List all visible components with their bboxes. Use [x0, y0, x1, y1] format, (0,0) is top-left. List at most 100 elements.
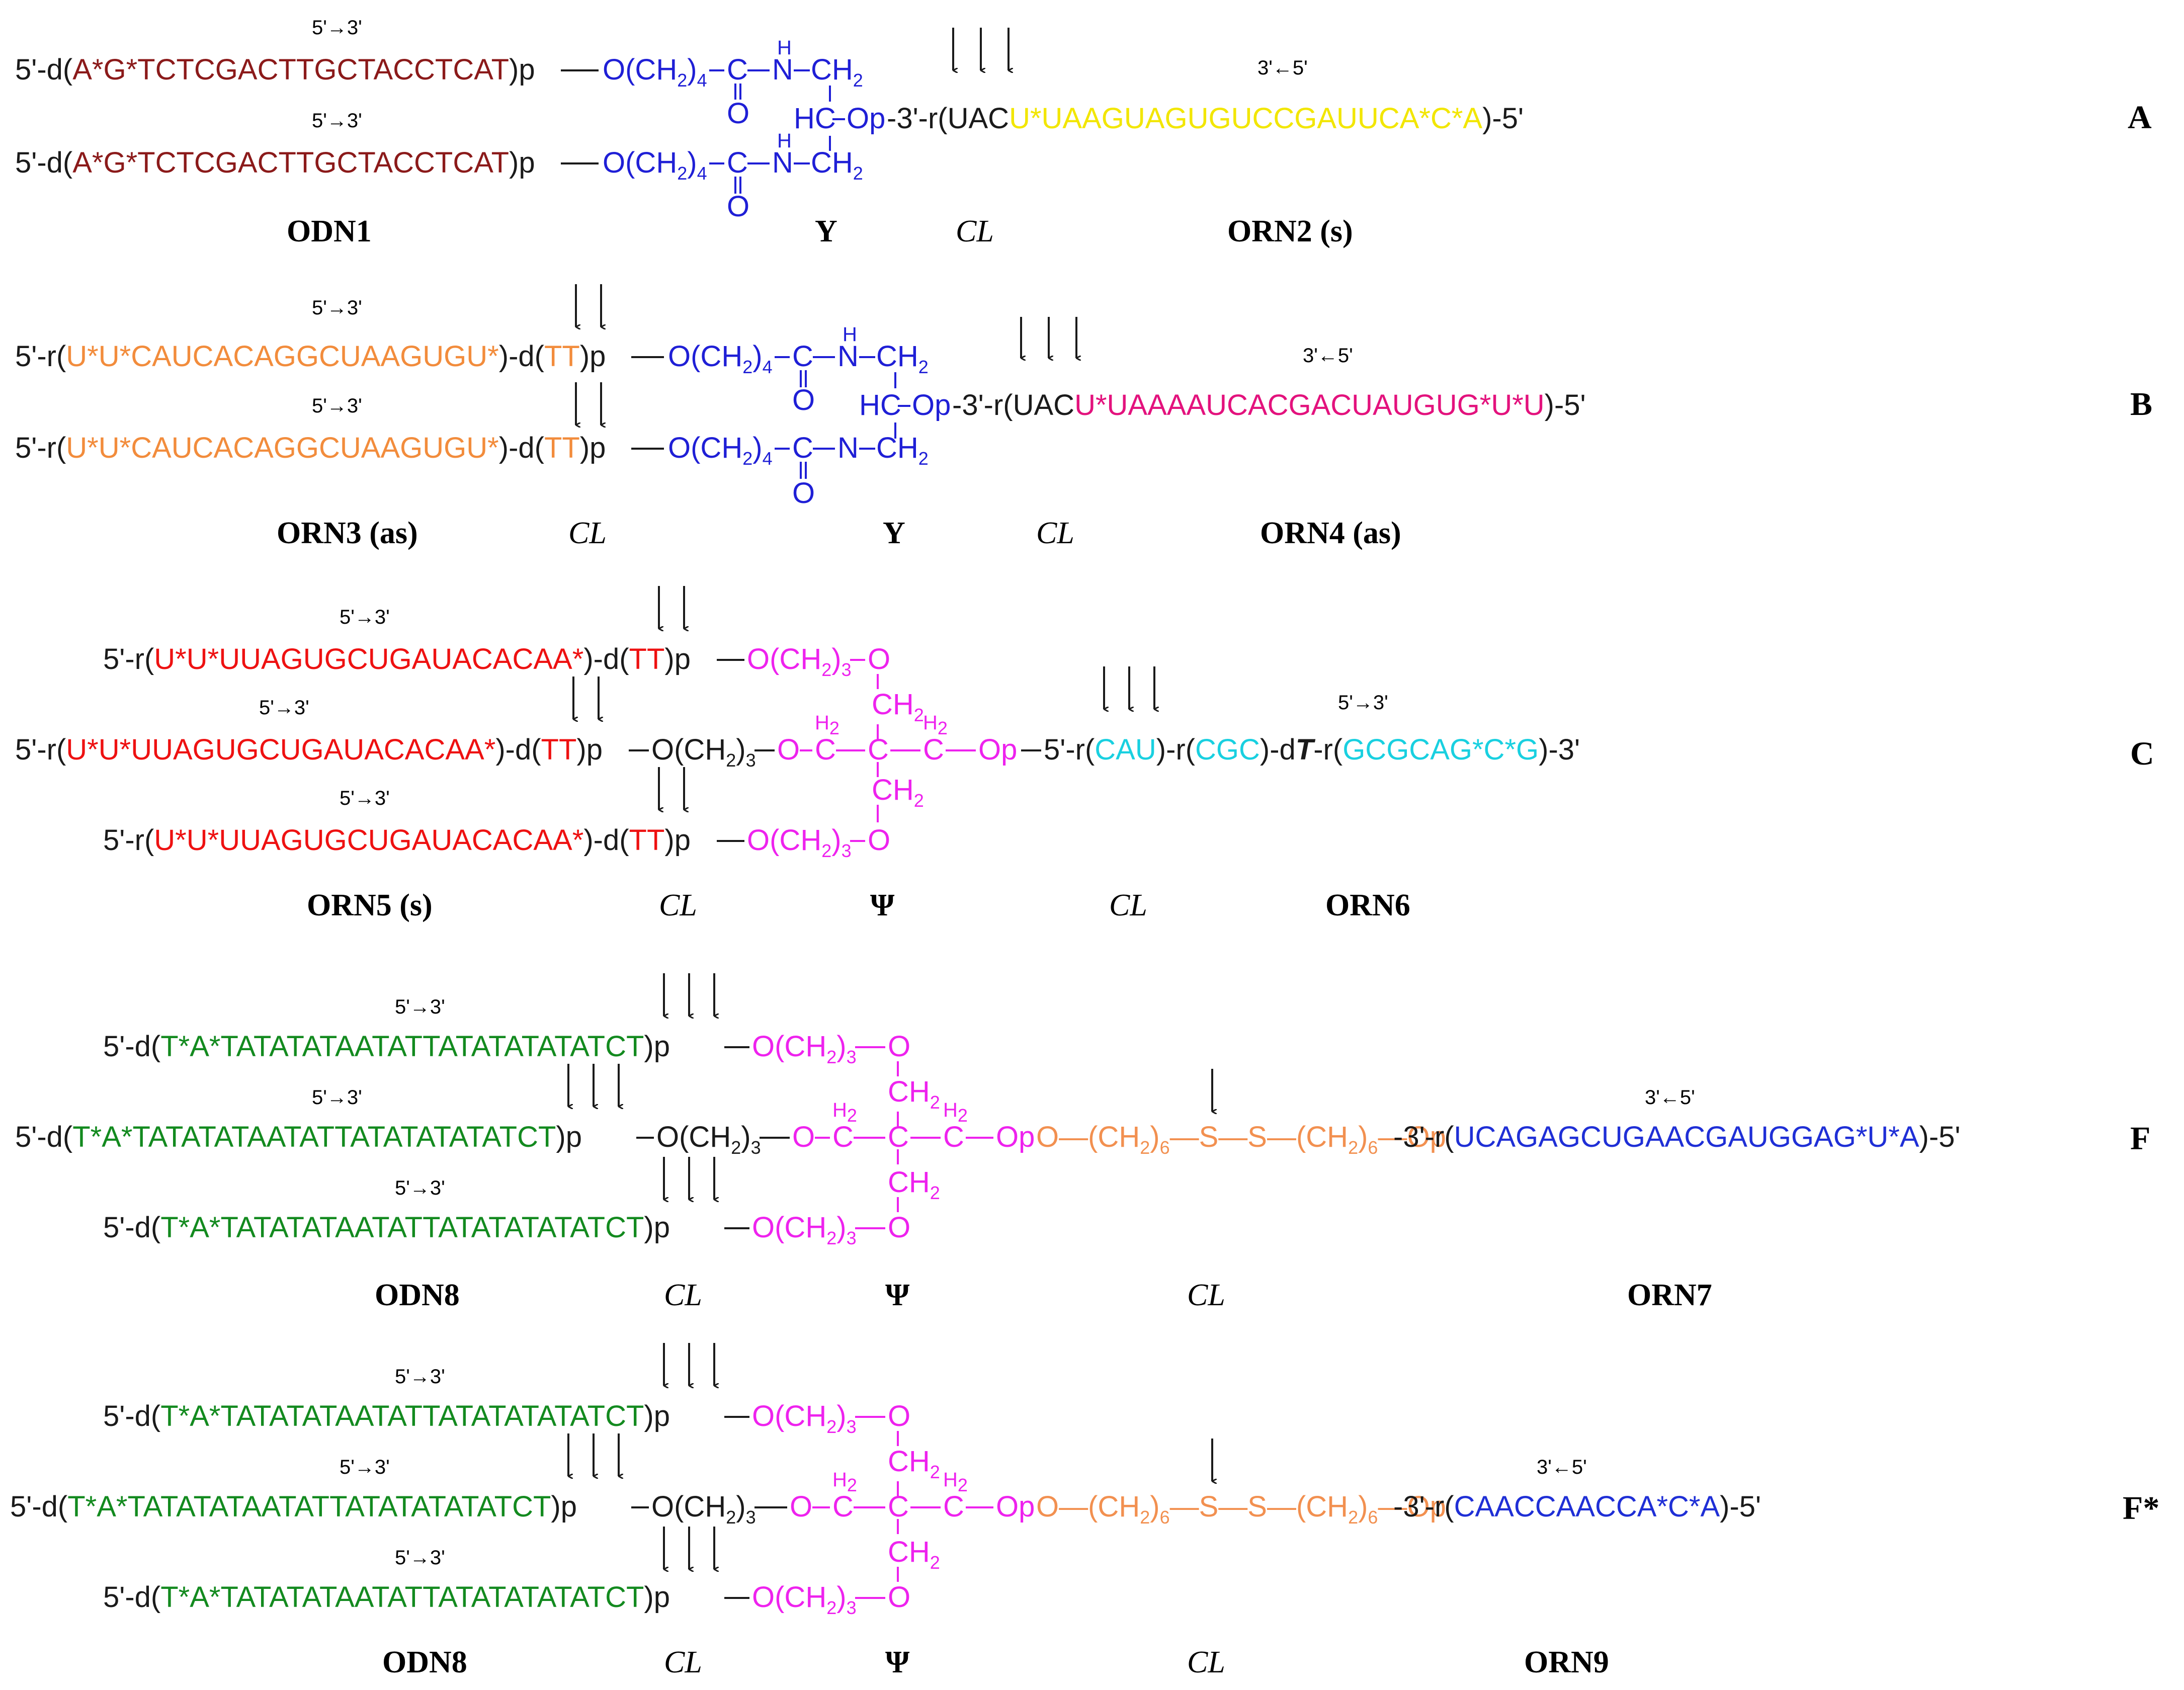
- svg-text:O(CH2)3: O(CH2)3: [752, 1581, 857, 1618]
- svg-text:O(CH2)3: O(CH2)3: [752, 1211, 857, 1248]
- svg-text:CH2: CH2: [888, 1166, 940, 1203]
- label-cl: CL: [956, 214, 994, 248]
- svg-text:3'←5': 3'←5': [1537, 1456, 1587, 1478]
- svg-text:O: O: [888, 1581, 910, 1614]
- label-psi: Ψ: [870, 888, 895, 922]
- svg-text:3'←5': 3'←5': [1645, 1086, 1695, 1109]
- svg-text:O: O: [868, 824, 890, 857]
- svg-text:C: C: [815, 733, 836, 766]
- linker-top: O(CH2)4: [603, 53, 707, 91]
- svg-text:C: C: [792, 340, 813, 373]
- panel-label-f: F: [2130, 1120, 2150, 1157]
- svg-text:O: O: [727, 97, 749, 130]
- odn8-strand-top: 5'-d(T*A*TATATATAATATTATATATATATCT)p: [103, 1030, 670, 1063]
- svg-text:5'→3': 5'→3': [340, 606, 390, 628]
- svg-text:N: N: [837, 340, 859, 373]
- label-cl: CL: [1187, 1645, 1225, 1679]
- svg-text:CH2: CH2: [888, 1536, 940, 1573]
- svg-text:5'→3': 5'→3': [312, 297, 362, 319]
- svg-text:C: C: [943, 1490, 964, 1523]
- svg-text:CH2: CH2: [872, 774, 924, 811]
- disulfide-linker: O—(CH2)6—S—S—(CH2)6—Op: [1036, 1121, 1446, 1158]
- svg-text:5'→3': 5'→3': [395, 1547, 445, 1569]
- svg-text:O(CH2)3: O(CH2)3: [752, 1030, 857, 1067]
- orn5-strand-middle: 5'-r(U*U*UUAGUGCUGAUACACAA*)-d(TT)p: [15, 733, 603, 766]
- svg-text:CH2: CH2: [872, 688, 924, 725]
- svg-text:N: N: [772, 146, 793, 179]
- label-orn3: ORN3 (as): [277, 516, 418, 550]
- label-cl: CL: [568, 516, 607, 550]
- disulfide-linker: O—(CH2)6—S—S—(CH2)6—Op: [1036, 1490, 1446, 1528]
- label-cl: CL: [664, 1645, 702, 1679]
- svg-text:5'→3': 5'→3': [395, 996, 445, 1018]
- svg-text:HC: HC: [794, 102, 836, 135]
- svg-text:Op: Op: [912, 389, 951, 421]
- svg-text:O(CH2)3: O(CH2)3: [651, 1490, 756, 1528]
- panel-b: 5'→3' 5'-r(U*U*CAUCACAGGCUAAGUGU*)-d(TT)…: [15, 284, 2152, 550]
- svg-text:O: O: [868, 643, 890, 675]
- svg-text:C: C: [727, 53, 748, 86]
- svg-text:O: O: [888, 1211, 910, 1244]
- svg-text:HC: HC: [859, 389, 901, 421]
- label-odn1: ODN1: [287, 214, 372, 248]
- svg-text:5'→3': 5'→3': [340, 1456, 390, 1478]
- svg-text:CH2: CH2: [888, 1445, 940, 1482]
- label-orn7: ORN7: [1627, 1278, 1712, 1312]
- svg-text:5'→3': 5'→3': [340, 787, 390, 809]
- orn5-strand-top: 5'-r(U*U*UUAGUGCUGAUACACAA*)-d(TT)p: [103, 643, 691, 675]
- svg-text:C: C: [727, 146, 748, 179]
- odn8-strand-top: 5'-d(T*A*TATATATAATATTATATATATATCT)p: [103, 1400, 670, 1432]
- svg-text:O: O: [792, 477, 815, 510]
- svg-text:O(CH2)3: O(CH2)3: [656, 1121, 761, 1158]
- odn8-strand-bottom: 5'-d(T*A*TATATATAATATTATATATATATCT)p: [103, 1581, 670, 1614]
- svg-text:O: O: [888, 1400, 910, 1432]
- svg-text:CH2: CH2: [876, 340, 929, 377]
- panel-f-star: 5'→3' 5'-d(T*A*TATATATAATATTATATATATATCT…: [10, 1343, 2159, 1679]
- svg-text:5'→3': 5'→3': [312, 395, 362, 417]
- svg-text:O(CH2)3: O(CH2)3: [651, 733, 756, 771]
- svg-text:C: C: [943, 1121, 964, 1153]
- svg-text:CH2: CH2: [811, 146, 863, 184]
- label-psi: Ψ: [885, 1278, 910, 1312]
- label-odn8: ODN8: [382, 1645, 467, 1679]
- odn1-strand-bottom: 5'-d(A*G*TCTCGACTTGCTACCTCAT)p: [15, 146, 535, 179]
- svg-text:5'→3': 5'→3': [259, 697, 309, 719]
- svg-text:5'→3': 5'→3': [395, 1177, 445, 1199]
- panel-f: 5'→3' 5'-d(T*A*TATATATAATATTATATATATATCT…: [15, 973, 2150, 1312]
- svg-text:N: N: [772, 53, 793, 86]
- label-orn2: ORN2 (s): [1227, 214, 1353, 248]
- svg-text:5'→3': 5'→3': [312, 110, 362, 132]
- odn1-strand-top: 5'-d(A*G*TCTCGACTTGCTACCTCAT)p: [15, 53, 535, 86]
- panel-label-c: C: [2130, 735, 2154, 772]
- label-cl: CL: [664, 1278, 702, 1312]
- panel-label-a: A: [2128, 99, 2152, 136]
- svg-text:O: O: [792, 1121, 815, 1153]
- svg-text:3'←5': 3'←5': [1303, 345, 1353, 367]
- panel-label-b: B: [2130, 386, 2152, 422]
- orn7-strand: -3'-r(UCAGAGCUGAACGAUGGAG*U*A)-5': [1393, 1121, 1961, 1153]
- svg-text:O: O: [777, 733, 800, 766]
- label-orn5: ORN5 (s): [307, 888, 433, 922]
- orn2-strand: -3'-r(UACU*UAAGUAGUGUCCGAUUCA*C*A)-5': [887, 102, 1524, 135]
- svg-text:O(CH2)3: O(CH2)3: [752, 1400, 857, 1437]
- direction-label: 5'→3': [312, 17, 362, 39]
- label-cl: CL: [1187, 1278, 1225, 1312]
- svg-text:O(CH2)4: O(CH2)4: [668, 340, 773, 377]
- panel-label-f-star: F*: [2123, 1490, 2159, 1527]
- svg-text:Op: Op: [978, 733, 1017, 766]
- label-y: Y: [883, 516, 905, 550]
- svg-text:C: C: [832, 1121, 854, 1153]
- svg-text:O(CH2)3: O(CH2)3: [747, 643, 852, 680]
- svg-text:CH2: CH2: [811, 53, 863, 91]
- orn4-strand: -3'-r(UACU*UAAAAUCACGACUAUGUG*U*U)-5': [952, 389, 1586, 421]
- svg-text:5'→3': 5'→3': [1338, 692, 1388, 714]
- orn3-strand-top: 5'-r(U*U*CAUCACAGGCUAAGUGU*)-d(TT)p: [15, 340, 606, 373]
- svg-text:CH2: CH2: [876, 432, 929, 469]
- label-psi: Ψ: [885, 1645, 910, 1679]
- panel-a: 5'→3' 5'-d(A*G*TCTCGACTTGCTACCTCAT)p O(C…: [15, 17, 2152, 248]
- svg-text:3'←5': 3'←5': [1257, 57, 1308, 79]
- svg-text:Op: Op: [996, 1121, 1035, 1153]
- svg-text:O(CH2)4: O(CH2)4: [603, 146, 707, 184]
- label-orn9: ORN9: [1524, 1645, 1609, 1679]
